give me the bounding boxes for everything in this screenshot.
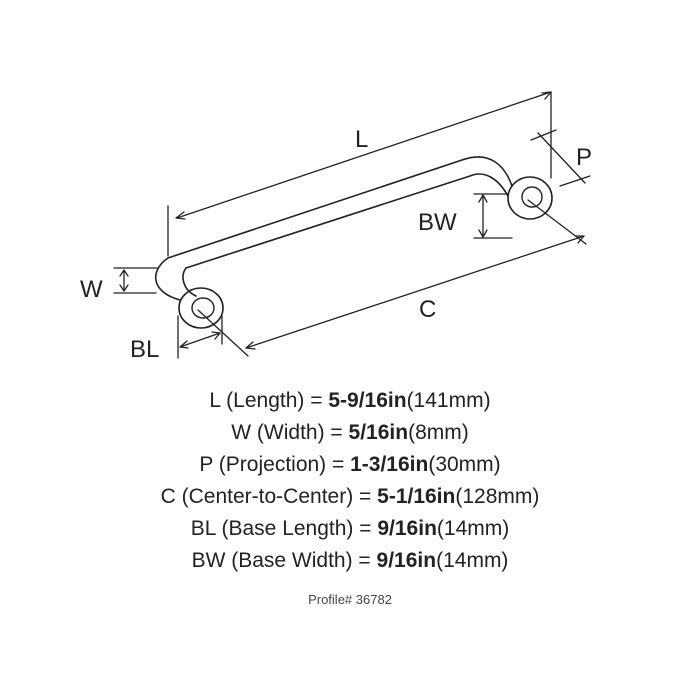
spec-code: L [209,389,221,412]
spec-name: (Projection) = [218,453,345,476]
dim-line-center-to-center [197,199,587,357]
spec-row-width: W (Width) = 5/16in(8mm) [0,417,700,449]
spec-name: (Base Width) = [231,549,371,572]
dim-line-base-length [177,315,223,359]
spec-code: BL [190,517,216,540]
right-base-inner [521,186,543,208]
spec-row-center-to-center: C (Center-to-Center) = 5-1/16in(128mm) [0,481,700,513]
left-base-outer [178,287,224,329]
label-projection: P [576,144,592,171]
dim-line-width [113,267,159,294]
spec-row-base-width: BW (Base Width) = 9/16in(14mm) [0,545,700,577]
spec-imperial: 5-9/16in [328,389,407,412]
spec-name: (Width) = [256,421,343,444]
spec-row-projection: P (Projection) = 1-3/16in(30mm) [0,449,700,481]
profile-number: Profile# 36782 [308,592,392,607]
spec-metric: (141mm) [406,389,491,412]
label-length: L [355,126,368,153]
spec-list: L (Length) = 5-9/16in(141mm) W (Width) =… [0,385,700,577]
spec-metric: (8mm) [408,421,469,444]
dim-line-base-width [473,193,513,239]
dim-line-length [167,91,552,257]
spec-row-base-length: BL (Base Length) = 9/16in(14mm) [0,513,700,545]
spec-row-length: L (Length) = 5-9/16in(141mm) [0,385,700,417]
spec-metric: (30mm) [428,453,501,476]
spec-imperial: 9/16in [377,517,437,540]
spec-metric: (14mm) [436,549,509,572]
dim-line-projection [530,129,591,187]
label-base-width: BW [418,209,457,236]
spec-imperial: 1-3/16in [350,453,429,476]
spec-code: W [231,421,252,444]
spec-code: BW [191,549,226,572]
left-base-inner [191,297,215,319]
spec-code: P [199,453,213,476]
spec-name: (Length) = [226,389,323,412]
spec-metric: (128mm) [455,485,540,508]
spec-name: (Base Length) = [221,517,372,540]
spec-name: (Center-to-Center) = [181,485,372,508]
spec-imperial: 5/16in [348,421,409,444]
label-width: W [80,276,103,303]
pull-dimension-diagram: L P BW W C BL [80,91,592,363]
label-center-to-center: C [419,296,436,323]
spec-code: C [160,485,176,508]
label-base-length: BL [130,336,159,363]
handle-bar-outline [154,156,513,301]
spec-metric: (14mm) [436,517,510,540]
right-base-outer [507,176,553,220]
spec-imperial: 9/16in [376,549,437,572]
spec-imperial: 5-1/16in [377,485,456,508]
